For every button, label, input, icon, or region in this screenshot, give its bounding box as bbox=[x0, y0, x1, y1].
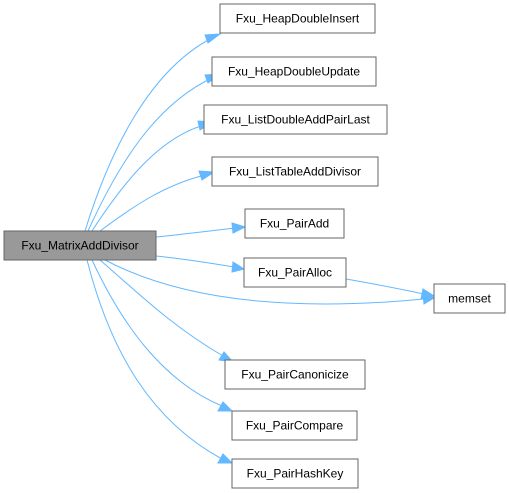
node-label: Fxu_PairCompare bbox=[246, 419, 344, 433]
node-label: Fxu_PairHashKey bbox=[247, 467, 344, 481]
node-fxu-pair-compare[interactable]: Fxu_PairCompare bbox=[231, 410, 358, 441]
node-fxu-list-table-add-divisor[interactable]: Fxu_ListTableAddDivisor bbox=[211, 156, 379, 187]
node-fxu-pair-add[interactable]: Fxu_PairAdd bbox=[244, 208, 345, 239]
node-fxu-list-double-add-pair-last[interactable]: Fxu_ListDoubleAddPairLast bbox=[203, 104, 388, 135]
edge-root-to-list-table-add-divisor bbox=[99, 170, 216, 232]
edge-pair-alloc-to-memset bbox=[345, 278, 436, 300]
node-fxu-pair-canonicize[interactable]: Fxu_PairCanonicize bbox=[224, 359, 366, 390]
edge-root-to-pair-add bbox=[155, 222, 247, 238]
node-fxu-pair-hash-key[interactable]: Fxu_PairHashKey bbox=[231, 458, 359, 489]
node-label: memset bbox=[448, 292, 491, 306]
edge-root-to-heap-double-insert bbox=[84, 33, 222, 232]
edge-root-to-pair-alloc bbox=[155, 255, 246, 273]
node-memset[interactable]: memset bbox=[433, 283, 506, 314]
node-label: Fxu_HeapDoubleUpdate bbox=[228, 65, 360, 79]
node-fxu-heap-double-update[interactable]: Fxu_HeapDoubleUpdate bbox=[211, 56, 377, 87]
node-label: Fxu_ListDoubleAddPairLast bbox=[221, 113, 370, 127]
node-label: Fxu_PairAlloc bbox=[258, 266, 332, 280]
edge-root-to-pair-hash-key bbox=[86, 259, 234, 464]
edge-root-to-pair-compare bbox=[91, 259, 234, 412]
edge-root-to-list-double-add-pair-last bbox=[91, 120, 215, 232]
node-label: Fxu_MatrixAddDivisor bbox=[21, 239, 138, 253]
node-fxu-pair-alloc[interactable]: Fxu_PairAlloc bbox=[243, 257, 347, 288]
node-label: Fxu_PairAdd bbox=[260, 217, 329, 231]
node-fxu-matrix-add-divisor[interactable]: Fxu_MatrixAddDivisor bbox=[3, 230, 157, 261]
node-fxu-heap-double-insert[interactable]: Fxu_HeapDoubleInsert bbox=[219, 3, 376, 34]
node-label: Fxu_PairCanonicize bbox=[241, 368, 349, 382]
node-label: Fxu_HeapDoubleInsert bbox=[236, 12, 360, 26]
node-label: Fxu_ListTableAddDivisor bbox=[229, 165, 361, 179]
